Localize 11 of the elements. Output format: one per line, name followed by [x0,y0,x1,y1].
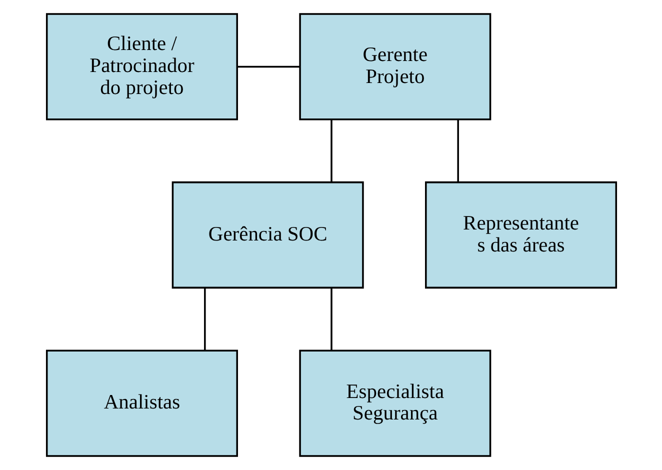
node-box: Cliente / Patrocinador do projeto [45,13,238,120]
node-box: Especialista Segurança [298,350,491,457]
connector [237,66,300,68]
node-box: Analistas [45,350,238,457]
connector [330,120,332,182]
node-box: Representante s das áreas [424,181,617,289]
connector [330,288,332,350]
node-box: Gerência SOC [171,181,364,289]
connector [456,120,458,182]
connector [204,288,206,350]
node-box: Gerente Projeto [298,13,491,120]
